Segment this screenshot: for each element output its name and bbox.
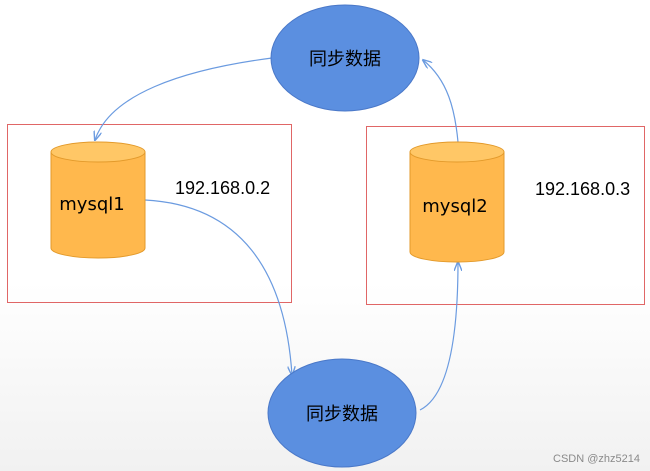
- ip-label-mysql1: 192.168.0.2: [175, 178, 271, 198]
- database-cylinder-mysql2: mysql2: [409, 141, 505, 263]
- sync-top-label: 同步数据: [309, 49, 381, 70]
- server-box-2: [366, 126, 645, 305]
- ip-label-mysql2: 192.168.0.3: [535, 179, 631, 199]
- arrow-mysql1-to-sync-bottom: [144, 199, 292, 375]
- sync-node-bottom: 同步数据: [267, 358, 417, 468]
- mysql1-label: mysql1: [59, 194, 124, 215]
- server-box-1: [7, 124, 292, 303]
- sync-bottom-label: 同步数据: [306, 404, 378, 425]
- mysql2-label: mysql2: [422, 196, 487, 217]
- sync-node-top: 同步数据: [270, 4, 420, 112]
- arrow-sync-top-to-mysql1: [95, 57, 273, 140]
- watermark: CSDN @zhz5214: [553, 453, 640, 465]
- arrow-sync-bottom-to-mysql2: [419, 262, 458, 411]
- database-cylinder-mysql1: mysql1: [50, 141, 146, 259]
- arrow-mysql2-to-sync-top: [423, 60, 459, 143]
